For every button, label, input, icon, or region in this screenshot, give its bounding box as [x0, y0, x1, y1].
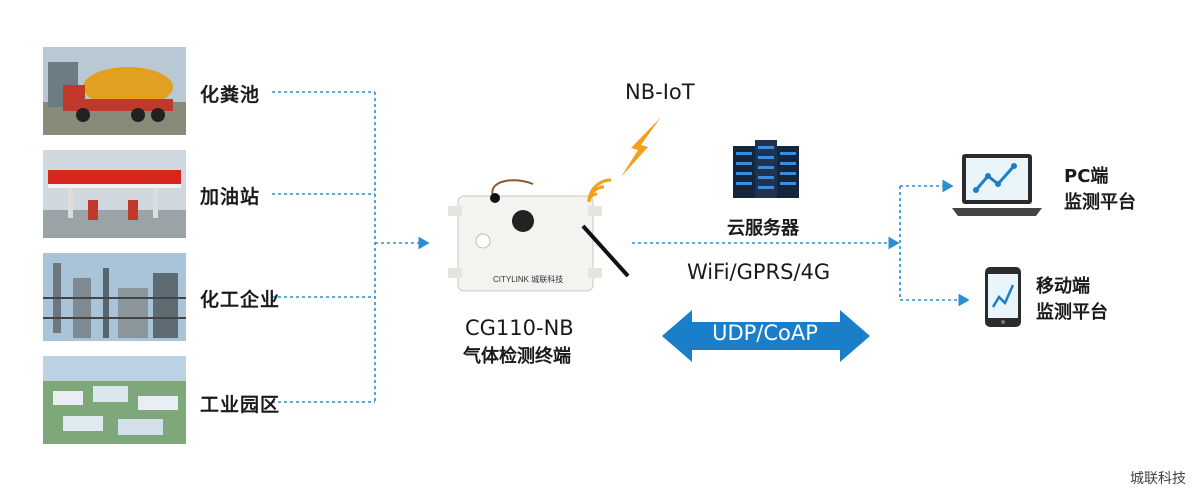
- gas-detector-device: CITYLINK 城联科技: [433, 176, 633, 296]
- signal-icon: [587, 178, 612, 203]
- smartphone-icon: [985, 267, 1021, 327]
- mobile-client-line1: 移动端: [1036, 276, 1090, 297]
- site-label-gas: 加油站: [200, 186, 261, 208]
- mobile-client-line2: 监测平台: [1036, 302, 1108, 323]
- site-label-park: 工业园区: [200, 394, 281, 416]
- device-model: CG110-NB: [465, 316, 574, 340]
- pc-client-line2: 监测平台: [1064, 192, 1136, 213]
- site-label-septic: 化粪池: [200, 84, 261, 106]
- server-label: 云服务器: [727, 218, 799, 239]
- septic-tanker-photo: [43, 47, 186, 135]
- transport-label: WiFi/GPRS/4G: [687, 260, 831, 284]
- lightning-icon: [621, 117, 661, 177]
- nbiot-label: NB-IoT: [625, 80, 695, 104]
- watermark: 城联科技: [1130, 471, 1186, 487]
- device-name: 气体检测终端: [463, 346, 571, 367]
- industrial-park-photo: [43, 356, 186, 444]
- gas-station-photo: [43, 150, 186, 238]
- laptop-icon: [952, 154, 1042, 216]
- pc-client-line1: PC端: [1064, 166, 1109, 187]
- chemical-plant-photo: [43, 253, 186, 341]
- protocol-label: UDP/CoAP: [712, 321, 818, 345]
- server-icon: [733, 140, 799, 198]
- device-brand-text: CITYLINK 城联科技: [493, 274, 563, 284]
- site-label-chemical: 化工企业: [200, 289, 281, 311]
- protocol-double-arrow: [662, 310, 870, 362]
